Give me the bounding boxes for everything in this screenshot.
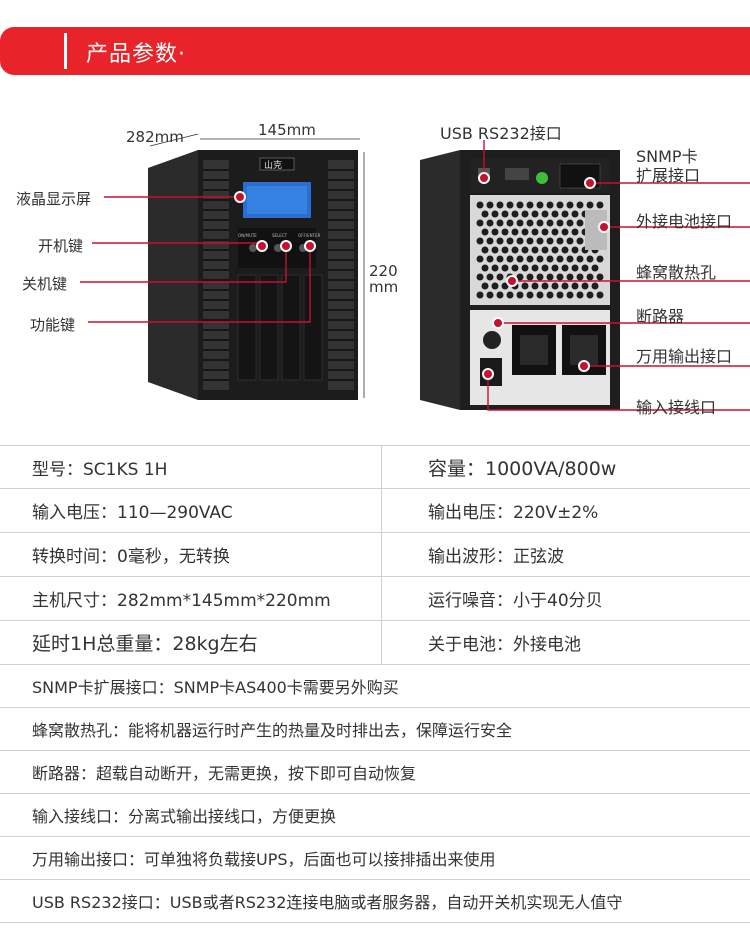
spec-input-voltage: 输入电压：110—290VAC xyxy=(0,489,382,532)
spec-output-voltage: 输出电压：220V±2% xyxy=(428,503,599,523)
callout-input: 输入接线口 xyxy=(636,398,717,417)
spec-row: 输入接线口：分离式输出接线口，方便更换 xyxy=(0,794,750,837)
callout-outlet: 万用输出接口 xyxy=(636,347,733,366)
spec-row: 蜂窝散热孔：能将机器运行时产生的热量及时排出去，保障运行安全 xyxy=(0,708,750,751)
header-banner xyxy=(0,27,750,75)
spec-model: 型号：SC1KS 1H xyxy=(0,446,382,488)
callout-usb-rs232: USB RS232接口 xyxy=(440,124,562,143)
spec-battery: 关于电池：外接电池 xyxy=(428,635,581,655)
spec-output-waveform: 输出波形：正弦波 xyxy=(428,547,564,567)
callout-function: 功能键 xyxy=(30,316,76,334)
callout-power-on: 开机键 xyxy=(38,237,84,255)
callout-power-off: 关机键 xyxy=(22,275,68,293)
dim-width: 145mm xyxy=(258,121,316,139)
callout-lines xyxy=(80,133,750,411)
spec-weight: 延时1H总重量：28kg左右 xyxy=(0,621,382,664)
spec-table: 型号：SC1KS 1H 容量：1000VA/800w 输入电压：110—290V… xyxy=(0,445,750,923)
spec-row: SNMP卡扩展接口：SNMP卡AS400卡需要另外购买 xyxy=(0,665,750,708)
callout-snmp-2: 扩展接口 xyxy=(636,166,701,185)
btn-label-off: OFF/ENTER xyxy=(298,233,321,238)
ups-front-image xyxy=(148,150,358,400)
callout-honeycomb: 蜂窝散热孔 xyxy=(636,263,717,282)
front-brand-badge: 山克 xyxy=(264,161,283,171)
spec-row: 输入电压：110—290VAC 输出电压：220V±2% xyxy=(0,489,750,533)
spec-input-port: 输入接线口：分离式输出接线口，方便更换 xyxy=(32,807,337,826)
banner-divider xyxy=(64,33,67,69)
dim-height-value: 220 xyxy=(369,262,398,280)
spec-transfer-time: 转换时间：0毫秒，无转换 xyxy=(0,533,382,576)
spec-noise: 运行噪音：小于40分贝 xyxy=(428,591,603,611)
spec-usb-rs232: USB RS232接口：USB或者RS232连接电脑或者服务器，自动开关机实现无… xyxy=(32,893,623,912)
spec-breaker: 断路器：超载自动断开，无需更换，按下即可自动恢复 xyxy=(32,764,417,783)
spec-row: 延时1H总重量：28kg左右 关于电池：外接电池 xyxy=(0,621,750,665)
dim-height-unit: mm xyxy=(369,278,399,296)
callout-lcd: 液晶显示屏 xyxy=(16,190,92,208)
spec-row: USB RS232接口：USB或者RS232连接电脑或者服务器，自动开关机实现无… xyxy=(0,880,750,923)
spec-row: 主机尺寸：282mm*145mm*220mm 运行噪音：小于40分贝 xyxy=(0,577,750,621)
callout-snmp-1: SNMP卡 xyxy=(636,147,698,166)
spec-row: 转换时间：0毫秒，无转换 输出波形：正弦波 xyxy=(0,533,750,577)
spec-dimensions: 主机尺寸：282mm*145mm*220mm xyxy=(0,577,382,620)
spec-honeycomb: 蜂窝散热孔：能将机器运行时产生的热量及时排出去，保障运行安全 xyxy=(32,721,513,740)
spec-row: 万用输出接口：可单独将负载接UPS，后面也可以接排插出来使用 xyxy=(0,837,750,880)
spec-row: 型号：SC1KS 1H 容量：1000VA/800w xyxy=(0,445,750,489)
page-title: 产品参数· xyxy=(86,42,186,67)
callout-breaker: 断路器 xyxy=(636,307,685,326)
spec-row: 断路器：超载自动断开，无需更换，按下即可自动恢复 xyxy=(0,751,750,794)
callout-battery: 外接电池接口 xyxy=(636,212,733,231)
spec-capacity: 容量：1000VA/800w xyxy=(428,457,617,480)
spec-snmp: SNMP卡扩展接口：SNMP卡AS400卡需要另外购买 xyxy=(32,678,399,697)
btn-label-select: SELECT xyxy=(272,233,288,238)
spec-universal-outlet: 万用输出接口：可单独将负载接UPS，后面也可以接排插出来使用 xyxy=(32,850,496,869)
btn-label-on: ON/MUTE xyxy=(238,233,257,238)
